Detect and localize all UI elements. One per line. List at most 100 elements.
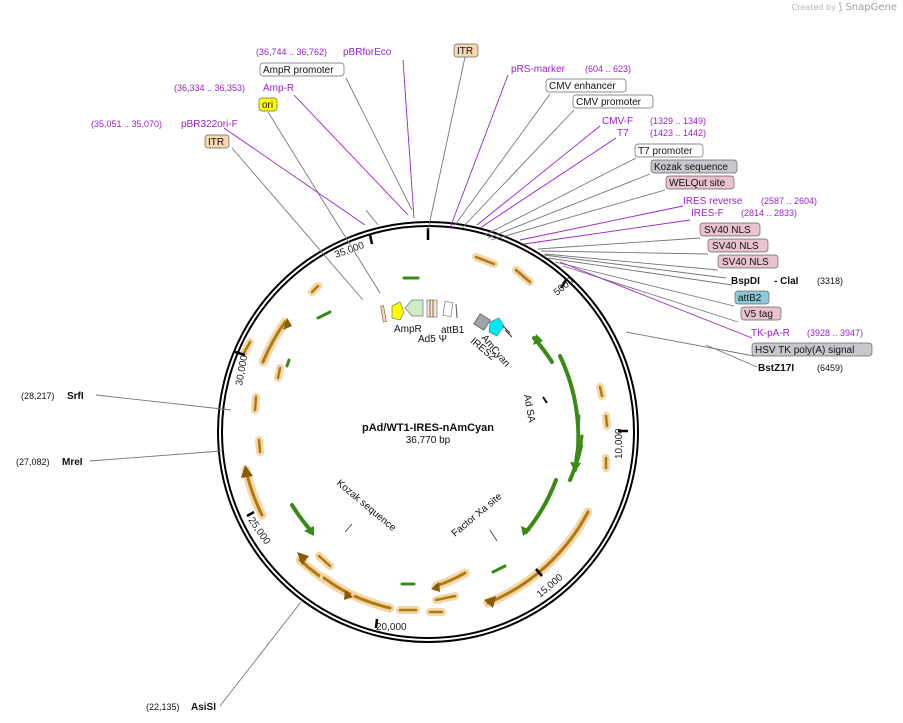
label-v5-tag: V5 tag: [744, 309, 773, 320]
label-cmv-promoter: CMV promoter: [576, 97, 642, 108]
credit-prefix: Created by: [791, 3, 836, 12]
ires2-marker-icon: [473, 313, 491, 331]
label-box-attb2: [734, 290, 770, 305]
arrowhead: [521, 526, 531, 536]
label-box-cmv-enhancer: [545, 78, 627, 93]
label-range-pbr322ori-f: (35,051 .. 35,070): [91, 119, 162, 129]
label-box-sv40-nls-3: [717, 254, 779, 269]
plasmid-name: pAd/WT1-IRES-nAmCyan: [362, 422, 494, 434]
arrowhead: [484, 596, 496, 608]
credit-brand: SnapGene: [845, 2, 897, 13]
label-box-t7-promoter: [634, 143, 704, 158]
label-bstz17i: BstZ17I: [758, 363, 794, 374]
label-attb1: attB1: [441, 325, 465, 336]
plasmid-length: 36,770 bp: [406, 435, 451, 446]
outer-labels: (36,744 .. 36,762) pBRforEco ITR AmpR pr…: [16, 43, 873, 713]
label-ires-reverse: IRES reverse: [683, 196, 743, 207]
label-welqut: WELQut site: [669, 178, 726, 189]
label-box-ori: [258, 97, 278, 112]
feature-glyphs: [380, 299, 548, 404]
snapgene-logo: ⟆ SnapGene: [838, 2, 897, 13]
label-prs-marker: pRS-marker: [511, 64, 566, 75]
label-range-srfi: (28,217): [21, 391, 55, 401]
label-box-itr-left: [204, 134, 230, 149]
orf-arc: [261, 320, 287, 364]
label-tk-pa-r: TK-pA-R: [751, 328, 790, 339]
arrowhead: [533, 334, 543, 345]
label-range-t7: (1423 .. 1442): [650, 128, 706, 138]
label-ad-sa: Ad SA: [521, 394, 537, 424]
backbone-ring: [217, 221, 639, 643]
leader-lines: [89, 56, 758, 707]
arrowhead: [241, 465, 253, 478]
orf-arc: [558, 354, 581, 472]
inner-feature-arrows: [241, 317, 593, 613]
ori-marker-icon: [391, 301, 405, 321]
label-ampr: AmpR: [394, 324, 422, 335]
label-range-pbrforeco: (36,744 .. 36,762): [256, 47, 327, 57]
label-hsv-polya: HSV TK poly(A) signal: [755, 345, 854, 356]
label-box-v5-tag: [740, 306, 782, 321]
ampr-marker-icon: [404, 299, 424, 317]
label-sv40-nls-1: SV40 NLS: [704, 225, 751, 236]
label-srfi: SrfI: [67, 391, 84, 402]
arrowhead: [304, 526, 314, 536]
arrowhead: [283, 318, 292, 330]
label-sv40-nls-3: SV40 NLS: [722, 257, 769, 268]
label-range-cmv-f: (1329 .. 1349): [650, 116, 706, 126]
orf-arc: [295, 555, 395, 613]
label-box-itr-top: [453, 43, 479, 58]
label-range-bstz17i: (6459): [817, 363, 843, 373]
label-ampr-promoter: AmpR promoter: [263, 65, 334, 76]
arrowhead: [297, 552, 309, 565]
label-box-cmv-promoter: [572, 94, 654, 109]
label-kozak-inner: Kozak sequence: [334, 478, 398, 534]
orf-arc: [290, 503, 314, 534]
label-amp-r: Amp-R: [263, 83, 294, 94]
amcyan-marker-icon: [488, 317, 505, 337]
tick-label-10000: 10,000: [614, 428, 625, 459]
label-range-amp-r: (36,334 .. 36,353): [174, 83, 245, 93]
snapgene-credit: Created by ⟆ SnapGene: [792, 2, 897, 13]
label-box-sv40-nls-2: [707, 238, 769, 253]
ad5-psi-marker-icon: [426, 299, 438, 318]
label-asisi: AsiSI: [191, 702, 216, 713]
label-box-kozak-top: [650, 159, 738, 174]
orf-arc: [486, 510, 590, 605]
label-clai: - ClaI: [774, 276, 799, 287]
arrowhead: [431, 582, 440, 592]
label-ires-f: IRES-F: [691, 208, 724, 219]
label-pbrforeco: pBRforEco: [343, 47, 392, 58]
tick-label-20000: 20,000: [376, 622, 407, 633]
arrowhead: [344, 590, 353, 600]
label-range-prs-marker: (604 .. 623): [585, 64, 631, 74]
label-t7-promoter: T7 promoter: [638, 146, 693, 157]
arrowhead: [570, 462, 581, 472]
small-orf-arrows: [240, 253, 611, 616]
label-attb2: attB2: [738, 293, 762, 304]
label-range-mrei: (27,082): [16, 457, 50, 467]
orf-arc: [532, 336, 554, 364]
label-t7: T7: [617, 128, 629, 139]
label-range-tk-pa-r: (3928 .. 3947): [807, 328, 863, 338]
orf-arrowheads: [241, 318, 581, 608]
label-mrei: MreI: [62, 457, 83, 468]
label-kozak-top: Kozak sequence: [654, 162, 728, 173]
label-ad5-psi: Ad5 Ψ: [418, 334, 447, 345]
tick-label-30000: 30,000: [234, 354, 250, 386]
label-ori: ori: [262, 100, 273, 111]
label-box-sv40-nls-1: [699, 222, 761, 237]
label-pbr322ori-f: pBR322ori-F: [181, 119, 238, 130]
label-box-welqut: [665, 175, 735, 190]
label-cmv-enhancer: CMV enhancer: [549, 81, 616, 92]
attb1-marker-icon: [442, 301, 454, 317]
label-range-asisi: (22,135): [146, 702, 180, 712]
label-factor-xa: Factor Xa site: [450, 491, 505, 539]
label-itr-top: ITR: [457, 46, 473, 57]
label-range-ires-f: (2814 .. 2833): [741, 208, 797, 218]
label-bspdi: BspDI: [731, 276, 760, 287]
label-box-hsv-polya: [751, 342, 873, 357]
label-range-bspdi-clai: (3318): [817, 276, 843, 286]
label-range-ires-reverse: (2587 .. 2604): [761, 196, 817, 206]
